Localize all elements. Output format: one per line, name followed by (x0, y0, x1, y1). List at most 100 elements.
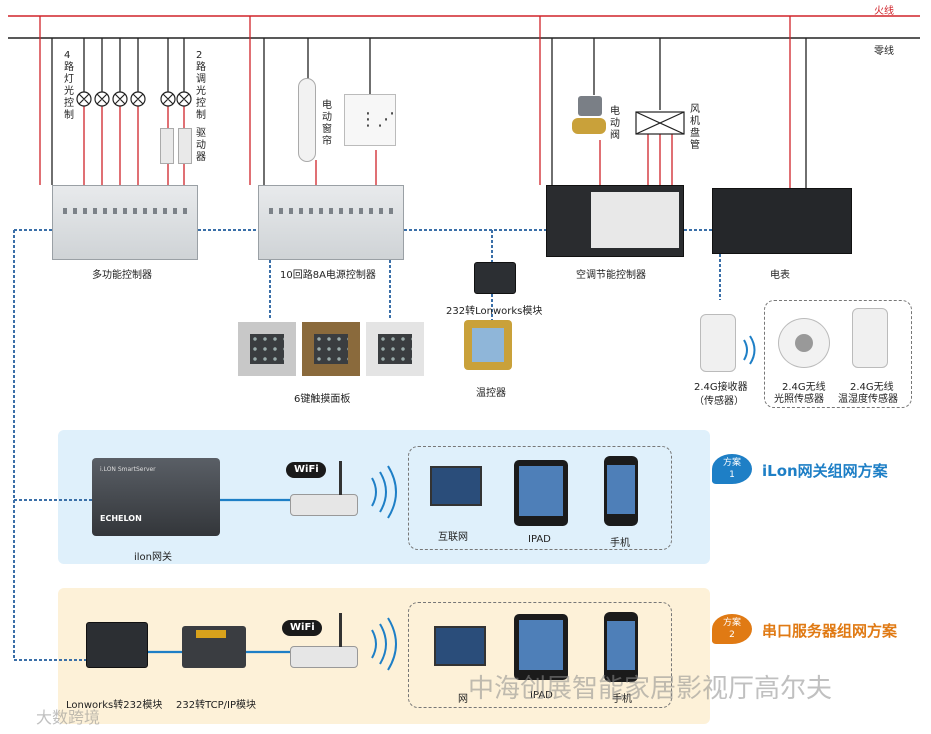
ipad-2[interactable] (514, 614, 568, 680)
valve-label: 电动阀 (610, 106, 620, 141)
wifi-badge-1: WiFi (286, 462, 326, 478)
scheme2-badge: 方案 2 (712, 614, 752, 644)
gateway-brand: ECHELON (100, 514, 142, 523)
meter-label: 电表 (770, 270, 790, 281)
multi-ctrl-label: 多功能控制器 (92, 270, 152, 281)
wifi-text-1: WiFi (294, 464, 319, 475)
keypad-silver[interactable] (238, 322, 296, 376)
keypad-white[interactable] (366, 322, 424, 376)
fancoil-label: 风机盘管 (690, 104, 700, 151)
phone-2[interactable] (604, 612, 638, 682)
fancoil-symbol (635, 111, 685, 135)
light-sensor-lens (795, 334, 813, 352)
phone-1-screen (607, 465, 635, 514)
scheme2-clients (408, 602, 672, 708)
link-lines (148, 498, 290, 654)
phone-label-2: 手机 (612, 694, 632, 705)
valve-pipe (572, 118, 606, 134)
electric-valve (572, 96, 606, 140)
panel6-label: 6键触摸面板 (294, 394, 351, 405)
router-1[interactable] (290, 461, 358, 516)
tcp-label: 232转TCP/IP模块 (176, 700, 256, 711)
scheme1-badge-text: 方案 (722, 458, 741, 468)
wifi-badge-2: WiFi (282, 620, 322, 636)
group4-wires (789, 16, 807, 190)
socket-icon: ⋮⋰ (359, 109, 395, 130)
group3-wires (539, 16, 673, 185)
group1-wires (39, 16, 185, 185)
router-2[interactable] (290, 613, 358, 668)
scheme2-title: 串口服务器组网方案 (762, 622, 898, 640)
ilon-gateway[interactable]: i.LON SmartServer ECHELON (92, 458, 220, 536)
curtain-motor (298, 78, 316, 162)
driver-unit-1 (160, 128, 174, 164)
light-sensor-label-2: 光照传感器 (774, 394, 824, 405)
scheme1-badge-num: 1 (729, 470, 735, 480)
curtain-label: 电动窗帘 (322, 100, 332, 147)
lon-module-label: 232转Lonworks模块 (446, 306, 543, 317)
power-controller[interactable] (258, 185, 404, 260)
thermostat-screen (472, 328, 504, 362)
ipad-label-1: IPAD (528, 534, 551, 545)
light4-label: 4路灯光控制 (64, 50, 74, 121)
scheme2-badge-num: 2 (729, 630, 735, 640)
energy-meter[interactable] (712, 188, 852, 254)
receiver[interactable] (700, 314, 736, 372)
receiver-label: 2.4G接收器 (694, 382, 748, 393)
light-sensor[interactable] (778, 318, 830, 368)
lon232-label: Lonworks转232模块 (66, 700, 163, 711)
scheme2-badge-text: 方案 (722, 618, 741, 628)
sensor-group (764, 300, 912, 408)
gateway-label: ilon网关 (134, 552, 173, 563)
pc-1[interactable] (430, 466, 482, 506)
ac-controller-face (591, 192, 679, 248)
ipad-2-screen (519, 620, 563, 670)
ac-ctrl-label: 空调节能控制器 (576, 270, 646, 281)
wireless-arcs (371, 335, 756, 671)
power-socket: ⋮⋰ (344, 94, 396, 146)
valve-body (578, 96, 602, 116)
pc-2[interactable] (434, 626, 486, 666)
bus-chain (13, 229, 721, 661)
multi-function-controller[interactable] (52, 185, 198, 260)
th-sensor[interactable] (852, 308, 888, 368)
internet-label-1: 互联网 (438, 532, 468, 543)
watermark-right: 中海创展智能家居影视厅高尔夫 (468, 674, 833, 704)
dim2-label: 2路调光控制 (196, 50, 206, 121)
wifi-text-2: WiFi (290, 622, 315, 633)
tcp-module[interactable] (182, 626, 246, 668)
neutral-label: 零线 (874, 46, 894, 57)
thermostat[interactable] (464, 320, 512, 370)
light-sensor-label-1: 2.4G无线 (782, 382, 826, 393)
lon232-module[interactable] (86, 622, 148, 668)
router-1-antenna (339, 461, 342, 495)
ipad-1[interactable] (514, 460, 568, 526)
lamp-symbols (76, 91, 192, 107)
th-sensor-label-2: 温湿度传感器 (838, 394, 898, 405)
keypad-bronze[interactable] (302, 322, 360, 376)
phone-1[interactable] (604, 456, 638, 526)
router-2-antenna (339, 613, 342, 647)
tcp-module-label-strip (196, 630, 226, 638)
internet-label-2: 网 (458, 694, 468, 705)
scheme1-title: iLon网关组网方案 (762, 462, 888, 480)
driver-label: 驱动器 (196, 128, 206, 163)
live-label: 火线 (874, 6, 894, 17)
lon-module[interactable] (474, 262, 516, 294)
ipad-1-screen (519, 466, 563, 516)
group2-wires (249, 16, 377, 185)
phone-2-screen (607, 621, 635, 670)
scheme1-badge: 方案 1 (712, 454, 752, 484)
gateway-model: i.LON SmartServer (100, 466, 156, 473)
th-sensor-label-1: 2.4G无线 (850, 382, 894, 393)
scheme1-clients (408, 446, 672, 550)
receiver-sub-label: （传感器） (694, 396, 744, 407)
ipad-label-2: IPAD (530, 690, 553, 701)
thermostat-label: 温控器 (476, 388, 506, 399)
watermark-left: 大数跨境 (36, 708, 101, 727)
driver-unit-2 (178, 128, 192, 164)
power-ctrl-label: 10回路8A电源控制器 (280, 270, 376, 281)
ac-controller[interactable] (546, 185, 684, 257)
